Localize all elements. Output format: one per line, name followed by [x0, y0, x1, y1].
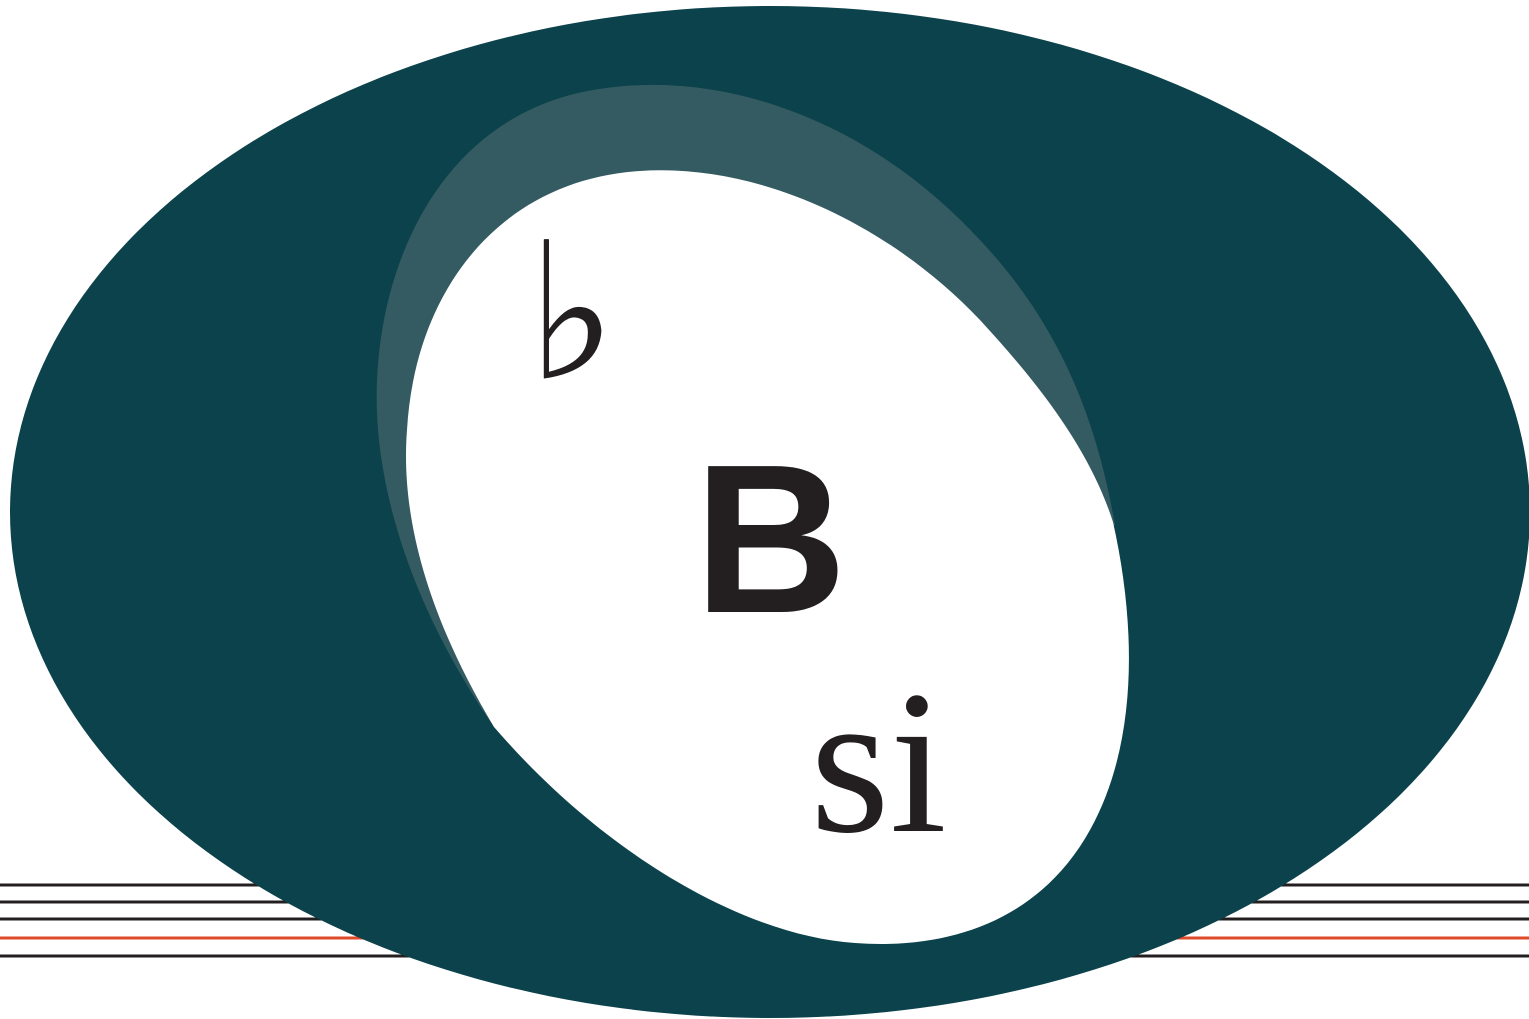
- letter-b: B: [694, 420, 847, 657]
- inner-oval: [406, 170, 1129, 944]
- si-text: si: [810, 649, 947, 876]
- flat-symbol: ♭: [527, 202, 617, 423]
